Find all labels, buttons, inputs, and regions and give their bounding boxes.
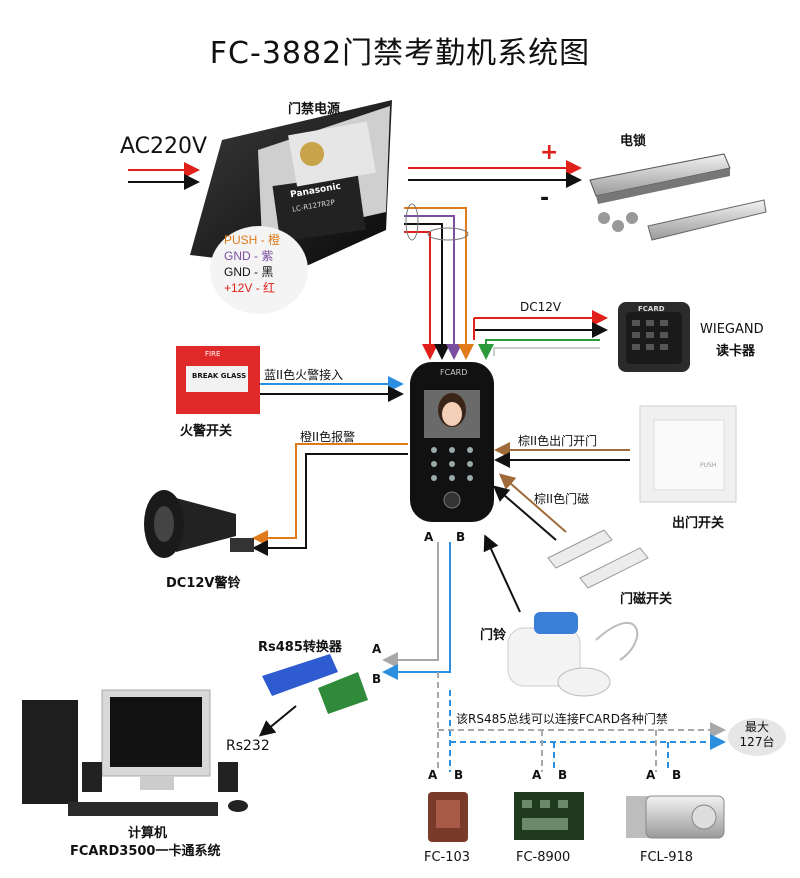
door-contact-wire-label: 棕II色门磁 [534,492,590,506]
fc-103-device [428,792,468,842]
wiegand-reader [618,302,690,372]
psu-wire-legend: PUSH - 橙 GND - 紫 GND - 黑 +12V - 红 [210,226,308,314]
power-supply-label: 门禁电源 [288,102,341,117]
fc103-label: FC-103 [424,850,471,865]
fire-alarm-label: 火警开关 [180,424,233,439]
fire-wire-label: 蓝II色火警接入 [264,368,344,382]
computer-label-line2: FCARD3500一卡通系统 [70,844,221,859]
max-count-bubble [728,718,786,756]
fcl918-a-label: A [646,768,656,782]
magnetic-lock [589,153,767,241]
fc-8900-device [514,792,584,840]
exit-wire-label: 棕II色出门开门 [518,434,598,448]
door-contact-wires [492,473,567,541]
rs232-arrow [258,705,297,737]
max-count-line2: 127台 [739,735,775,749]
legend-row-push: PUSH - 橙 [224,233,281,247]
doorbell-arrow [483,534,521,613]
ac-input-label: AC220V [120,134,208,159]
siren-horn [144,490,254,558]
door-contact-label: 门磁开关 [620,592,673,607]
central-terminal [410,362,494,522]
rs485-bus-lines [437,672,726,772]
legend-row-gnd-purple: GND - 紫 [224,249,274,263]
converter-a-label: A [372,642,382,656]
rs485-converter-label: Rs485转换器 [258,640,342,655]
computer [22,689,248,816]
reader-wires [473,310,608,360]
rs485-converter-device [262,654,368,714]
psu-to-terminal-wires [404,203,474,360]
max-count-text: 最大 127台 [728,720,786,750]
diagram-title: FC-3882门禁考勤机系统图 [209,36,591,71]
fcl-918-device [626,795,725,839]
siren-wire-label: 橙II色报警 [300,430,356,444]
terminal-brand: FCARD [440,368,468,377]
fire-alarm-wires [256,376,404,402]
doorbell [507,612,639,697]
reader-label-line2: 读卡器 [716,344,756,359]
lock-wires [408,160,582,188]
fire-box-line2: BREAK GLASS [192,372,247,380]
power-supply-box [190,100,392,268]
legend-row-12v: +12V - 红 [224,281,276,295]
exit-button-plate [639,405,737,503]
fc103-b-label: B [454,768,464,782]
rs485-ab-wires [382,542,451,680]
converter-b-label: B [372,672,382,686]
ac-input-wires [128,162,200,190]
terminal-a-label: A [424,530,434,544]
fcl918-b-label: B [672,768,682,782]
reader-supply-label: DC12V [520,300,562,314]
siren-wires [252,443,408,556]
reader-label-line1: WIEGAND [700,322,764,337]
exit-push-text: PUSH [700,462,717,469]
rs232-label: Rs232 [226,738,270,754]
lock-plus-sign: + [540,140,559,165]
fc8900-a-label: A [532,768,542,782]
fc8900-b-label: B [558,768,568,782]
reader-brand: FCARD [638,305,665,313]
siren-label: DC12V警铃 [166,576,241,591]
doorbell-label: 门铃 [480,628,507,643]
fcl918-label: FCL-918 [640,850,694,865]
exit-button-wires [494,442,630,468]
fc103-a-label: A [428,768,438,782]
door-contact [547,529,649,589]
lock-minus-sign: - [540,186,550,211]
terminal-b-label: B [456,530,466,544]
max-count-line1: 最大 [744,720,769,734]
lock-label: 电锁 [620,134,647,149]
fire-box-line1: FIRE [205,350,221,358]
computer-label-line1: 计算机 [128,826,168,841]
bus-note: 该RS485总线可以连接FCARD各种门禁 [456,712,668,726]
exit-button-label: 出门开关 [672,516,725,531]
fc8900-label: FC-8900 [516,850,571,865]
legend-row-gnd-black: GND - 黑 [224,265,274,279]
fire-alarm-box [176,346,260,414]
